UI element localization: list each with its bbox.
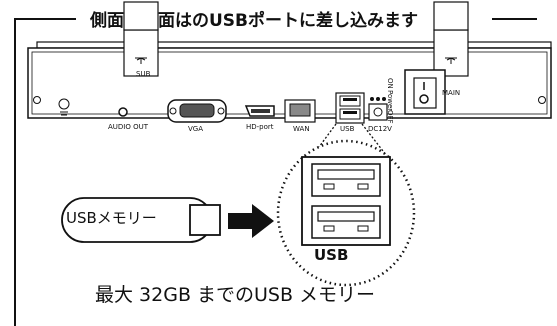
zoom-usb-port-bottom	[311, 205, 381, 239]
screw-left-icon	[33, 96, 41, 104]
ground-icon	[60, 111, 68, 119]
audio-out-port	[118, 107, 128, 117]
usb-label: USB	[340, 125, 355, 133]
screw-right-icon	[538, 96, 546, 104]
vga-label: VGA	[188, 125, 204, 133]
terminal-icon	[58, 98, 70, 110]
antenna-sub-icon	[135, 57, 147, 64]
dc12v-label: DC12V	[368, 125, 392, 133]
zoom-usb-label: USB	[314, 246, 349, 264]
vga-connector	[179, 103, 215, 118]
antenna-main-top	[433, 1, 469, 31]
hd-port-label: HD-port	[246, 123, 274, 131]
header-title: 側面・下面はのUSBポートに差し込みます	[90, 11, 419, 31]
zoom-usb-port-top	[311, 163, 381, 197]
off-label: OFF	[386, 110, 394, 124]
on-label: ON	[386, 78, 394, 89]
frame-line-top-left	[14, 18, 76, 20]
audio-out-label: AUDIO OUT	[108, 123, 149, 131]
sub-label: SUB	[136, 70, 151, 78]
antenna-main-icon	[445, 57, 457, 64]
usb-stick-plug	[189, 204, 221, 236]
frame-line-left	[14, 18, 16, 326]
caption: 最大 32GB までのUSB メモリー	[95, 284, 376, 306]
power-label: Power	[386, 90, 394, 112]
main-label: MAIN	[442, 89, 461, 97]
wan-label: WAN	[293, 125, 310, 133]
usb-stick-label: USBメモリー	[66, 209, 157, 227]
antenna-sub	[123, 29, 159, 77]
antenna-sub-top	[123, 1, 159, 31]
frame-line-top-right	[492, 18, 537, 20]
device-top-rail	[36, 41, 552, 49]
antenna-main	[433, 29, 469, 77]
insert-arrow-icon	[228, 204, 274, 238]
